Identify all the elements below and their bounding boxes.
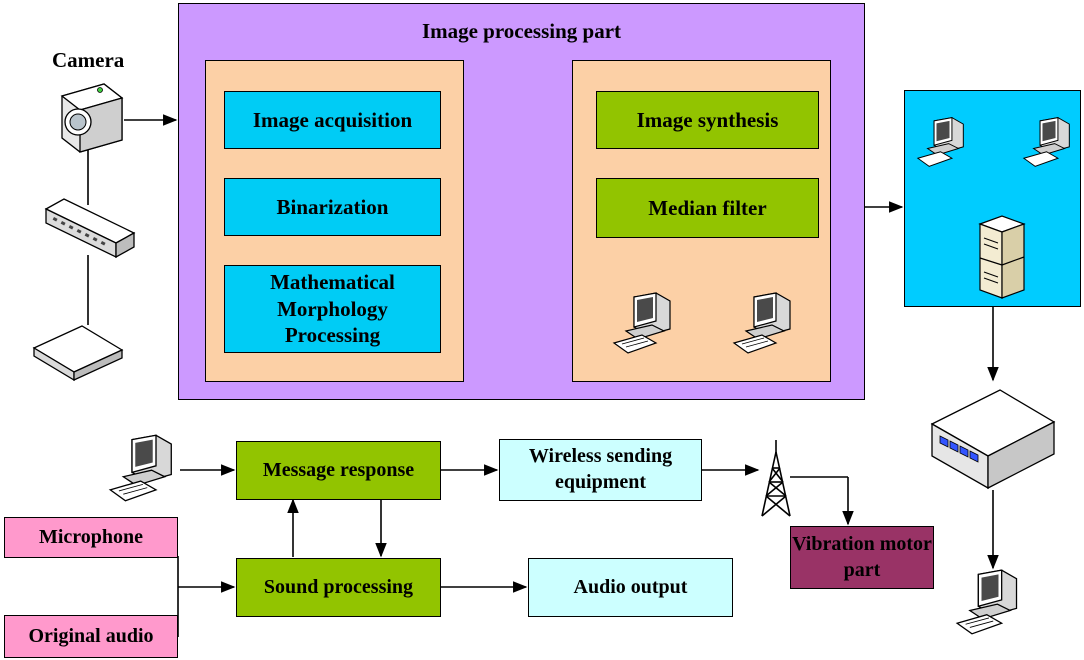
camera-icon <box>60 83 124 153</box>
wireless-sending-box: Wireless sending equipment <box>499 439 702 501</box>
computer-icon <box>955 569 1018 635</box>
computer-icon <box>108 434 172 502</box>
computer-icon <box>732 292 791 354</box>
network-switch-icon <box>44 198 136 259</box>
computer-icon <box>612 292 671 354</box>
server-icon <box>978 215 1026 299</box>
microphone-box: Microphone <box>4 517 178 558</box>
original-audio-box: Original audio <box>4 615 178 658</box>
message-response-box: Message response <box>236 441 441 500</box>
computer-icon <box>916 117 964 167</box>
sound-processing-box: Sound processing <box>236 558 441 617</box>
radio-tower-icon <box>761 440 791 517</box>
morphology-box: Mathematical Morphology Processing <box>224 265 441 353</box>
binarization-box: Binarization <box>224 178 441 236</box>
router-icon <box>32 325 124 382</box>
computer-icon <box>1022 117 1070 167</box>
median-filter-box: Median filter <box>596 178 819 238</box>
image-synthesis-box: Image synthesis <box>596 91 819 149</box>
image-acquisition-box: Image acquisition <box>224 91 441 149</box>
panel-title: Image processing part <box>421 19 622 43</box>
vibration-motor-box: Vibration motor part <box>790 526 934 589</box>
audio-output-box: Audio output <box>528 558 733 617</box>
camera-label: Camera <box>52 48 125 72</box>
gateway-box-icon <box>930 389 1056 490</box>
